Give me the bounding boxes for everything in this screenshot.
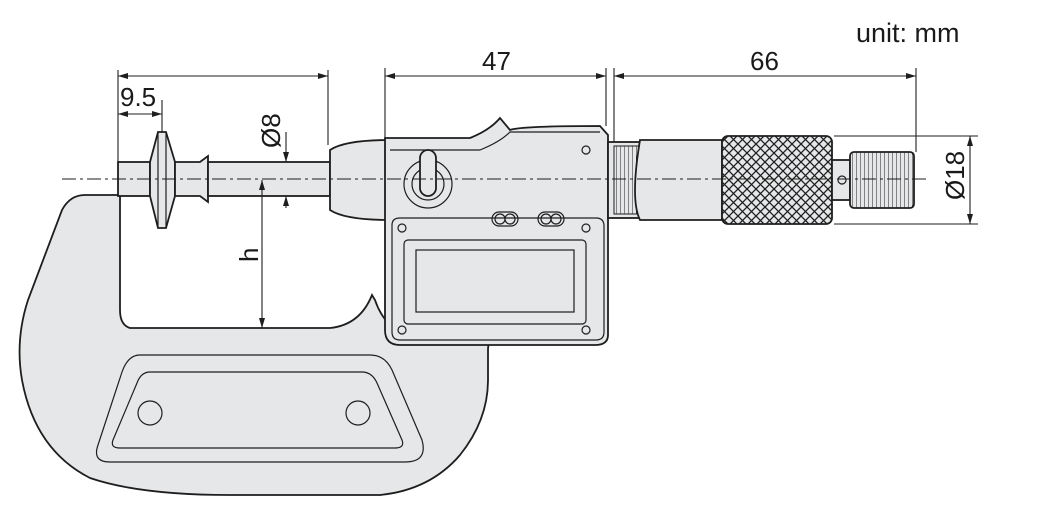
display-bezel xyxy=(391,217,605,341)
dim-throat-height: h xyxy=(234,248,264,262)
display-screen xyxy=(415,249,575,313)
disc-anvil xyxy=(149,131,176,229)
thimble xyxy=(634,139,723,221)
ratchet-knob xyxy=(849,151,915,209)
frame-recess-inner xyxy=(111,371,404,449)
button-left xyxy=(491,211,519,227)
dim-anvil-width: 9.5 xyxy=(120,82,156,112)
screw xyxy=(581,223,591,233)
button-right xyxy=(537,211,565,227)
unit-label: unit: mm xyxy=(856,18,960,48)
frame-recess xyxy=(95,354,424,463)
screw xyxy=(581,325,591,335)
housing-top-edge xyxy=(390,131,600,151)
lock-lever xyxy=(419,149,437,197)
display-frame xyxy=(403,239,587,325)
screw xyxy=(397,223,407,233)
spindle-sleeve xyxy=(329,139,391,221)
dim-thimble-diameter: Ø18 xyxy=(940,151,970,200)
ratchet-neck xyxy=(831,159,851,201)
dim-thimble-length: 66 xyxy=(750,46,779,76)
dim-spindle-diameter: Ø8 xyxy=(256,113,286,148)
dim-housing-length: 47 xyxy=(482,46,511,76)
screw xyxy=(397,325,407,335)
thimble-knurl xyxy=(721,135,833,225)
screw xyxy=(581,145,591,155)
frame-hole-right xyxy=(345,400,371,426)
frame-hole-left xyxy=(137,400,163,426)
